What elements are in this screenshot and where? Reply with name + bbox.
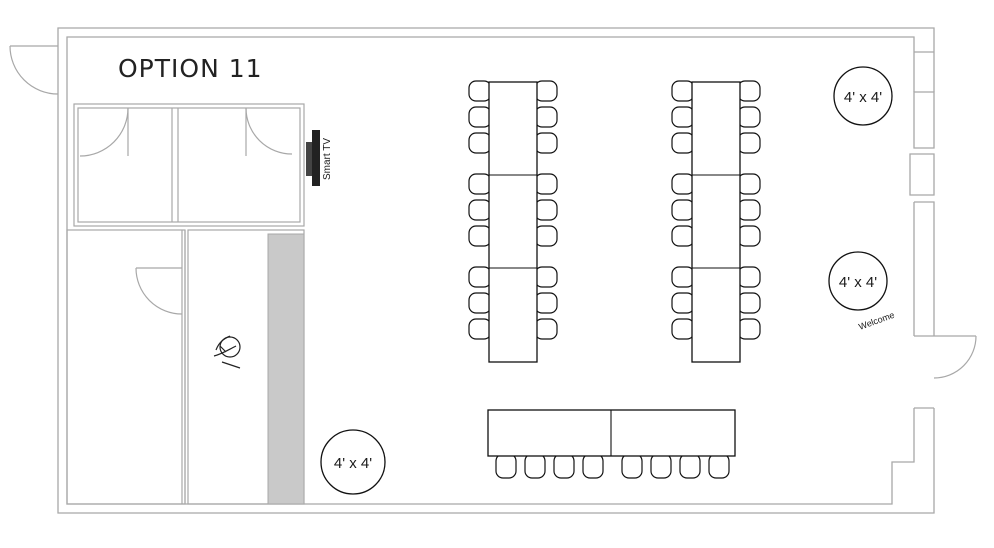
rect-table-bottom: [487, 409, 736, 479]
counter: [267, 233, 305, 505]
chair: [679, 453, 701, 479]
chair: [468, 132, 492, 154]
chair: [737, 292, 761, 314]
chair: [534, 318, 558, 340]
chair: [737, 106, 761, 128]
chair: [671, 106, 695, 128]
round-table-3: 4' x 4': [320, 429, 386, 495]
chair: [650, 453, 672, 479]
chair: [671, 199, 695, 221]
chair: [468, 173, 492, 195]
chair: [495, 453, 517, 479]
interior-walls: [66, 103, 305, 505]
chair: [671, 173, 695, 195]
chair: [553, 453, 575, 479]
tv-label: Smart TV: [322, 138, 333, 180]
round-table-1: 4' x 4': [833, 66, 893, 126]
chair: [737, 80, 761, 102]
chair: [737, 173, 761, 195]
chair: [524, 453, 546, 479]
smart-tv-icon: [306, 130, 320, 186]
chair: [468, 106, 492, 128]
chair: [534, 292, 558, 314]
chair: [534, 132, 558, 154]
chair: [534, 199, 558, 221]
entry-door-right: [933, 335, 977, 379]
chair: [534, 106, 558, 128]
plant-icon: [213, 335, 241, 369]
chair: [671, 132, 695, 154]
chair: [671, 318, 695, 340]
chair: [534, 225, 558, 247]
table-top: [488, 81, 538, 363]
chair: [468, 225, 492, 247]
chair: [737, 318, 761, 340]
chair: [737, 132, 761, 154]
chair: [737, 199, 761, 221]
chair: [671, 292, 695, 314]
chair: [582, 453, 604, 479]
chair: [671, 266, 695, 288]
banquet-table-right: [671, 80, 761, 363]
round-table-3-label: 4' x 4': [334, 455, 372, 472]
welcome-label: Welcome: [857, 310, 896, 332]
chair: [737, 225, 761, 247]
round-table-2: 4' x 4': [828, 251, 888, 311]
chair: [468, 318, 492, 340]
chair: [671, 225, 695, 247]
chair: [534, 80, 558, 102]
round-table-2-label: 4' x 4': [839, 274, 877, 291]
chair: [468, 80, 492, 102]
chair: [621, 453, 643, 479]
banquet-table-left: [468, 80, 558, 363]
chair: [468, 292, 492, 314]
chair: [534, 173, 558, 195]
plan-title: OPTION 11: [118, 54, 263, 83]
table-top: [691, 81, 741, 363]
chair: [671, 80, 695, 102]
chair: [468, 199, 492, 221]
chair: [534, 266, 558, 288]
chair: [708, 453, 730, 479]
chair: [737, 266, 761, 288]
round-table-1-label: 4' x 4': [844, 89, 882, 106]
chair: [468, 266, 492, 288]
entry-door-left: [9, 45, 59, 95]
